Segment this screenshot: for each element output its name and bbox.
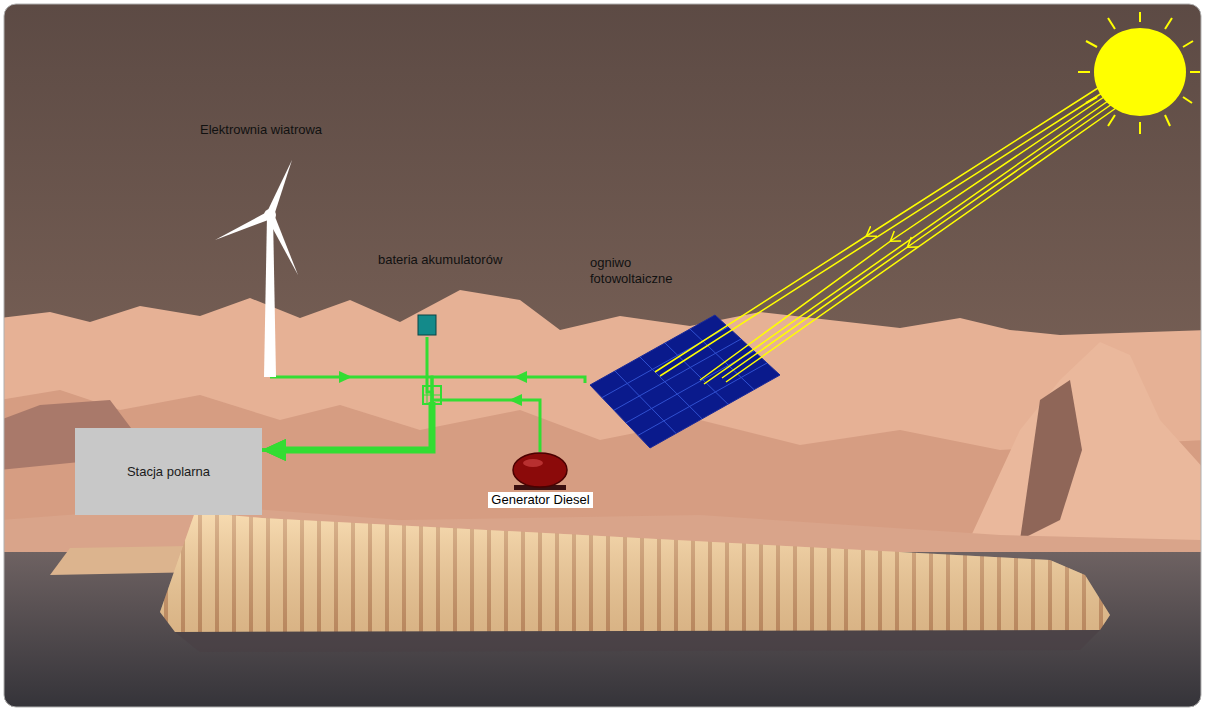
photo-frame <box>4 4 1201 707</box>
sun-ray <box>1183 41 1193 47</box>
pv-panel: ogniwo fotowoltaiczne <box>585 255 785 450</box>
sun <box>1078 12 1200 134</box>
sun-ray <box>1108 115 1115 126</box>
sun-disc <box>1094 28 1186 116</box>
node-label: Elektrownia wiatrowa <box>200 122 391 138</box>
pv-grid-line <box>665 343 728 404</box>
junction-box <box>423 386 441 404</box>
pv-grid-line <box>690 329 754 390</box>
iceberg-shade <box>160 512 1110 632</box>
turbine-blade <box>266 160 292 216</box>
light-ray <box>704 101 1108 384</box>
sun-ray <box>1139 122 1141 134</box>
turbine-hub <box>264 209 276 221</box>
power-line <box>262 400 540 452</box>
sun-ray <box>1190 71 1200 73</box>
turbine-blade <box>215 211 272 240</box>
turbine-blade <box>266 213 298 275</box>
battery-bank: bateria akumulatorów <box>378 252 544 337</box>
light-ray <box>726 108 1116 382</box>
photo-background <box>4 4 1201 707</box>
flow-arrow <box>509 394 522 406</box>
sun-ray <box>1165 115 1170 126</box>
node-label: bateria akumulatorów <box>378 252 544 268</box>
generator-highlight <box>523 459 543 467</box>
sun-ray <box>1086 97 1097 103</box>
sun-ray <box>1078 71 1090 73</box>
light-ray <box>655 88 1098 372</box>
power-line <box>262 377 432 450</box>
wind-turbine-outline <box>195 122 385 377</box>
node-label: Stacja polarna <box>127 464 210 480</box>
polar-station-box: Stacja polarna <box>75 428 262 515</box>
iceberg <box>160 512 1110 632</box>
sun-ray <box>1108 18 1115 29</box>
generator-tank <box>513 453 567 487</box>
pv-grid-line <box>614 339 741 410</box>
mountain-range <box>4 290 1201 560</box>
flow-arrow <box>514 371 527 383</box>
peak-shadow <box>1020 380 1082 540</box>
node-label: ogniwo fotowoltaiczne <box>590 255 690 287</box>
pv-grid-line <box>638 363 767 435</box>
sun-ray <box>1086 41 1097 47</box>
iceberg-reflection <box>175 630 1100 652</box>
pv-grid-line <box>602 327 728 398</box>
junction-wire <box>423 395 441 396</box>
light-ray <box>660 93 1102 376</box>
light-ray <box>700 97 1104 380</box>
sun-ray <box>1139 12 1141 22</box>
power-line <box>262 337 432 450</box>
sun-ray <box>1165 18 1172 29</box>
flow-arrow <box>339 371 352 383</box>
sun-ray <box>1183 97 1192 103</box>
light-ray <box>722 104 1112 378</box>
diesel-generator: Generator Diesel <box>478 452 603 508</box>
pv-grid-line <box>626 351 754 423</box>
pv-panel-shape <box>590 315 780 448</box>
wind-turbine: Elektrownia wiatrowa <box>195 122 391 377</box>
main-feed-line <box>280 402 432 450</box>
node-label: Generator Diesel <box>488 492 592 508</box>
sky <box>4 4 1201 707</box>
turbine-tower <box>264 215 276 377</box>
battery-symbol <box>418 315 436 335</box>
mountain-peak <box>960 342 1201 560</box>
power-line <box>262 377 585 450</box>
light-rays <box>655 88 1116 384</box>
sun-rays <box>1078 12 1200 134</box>
